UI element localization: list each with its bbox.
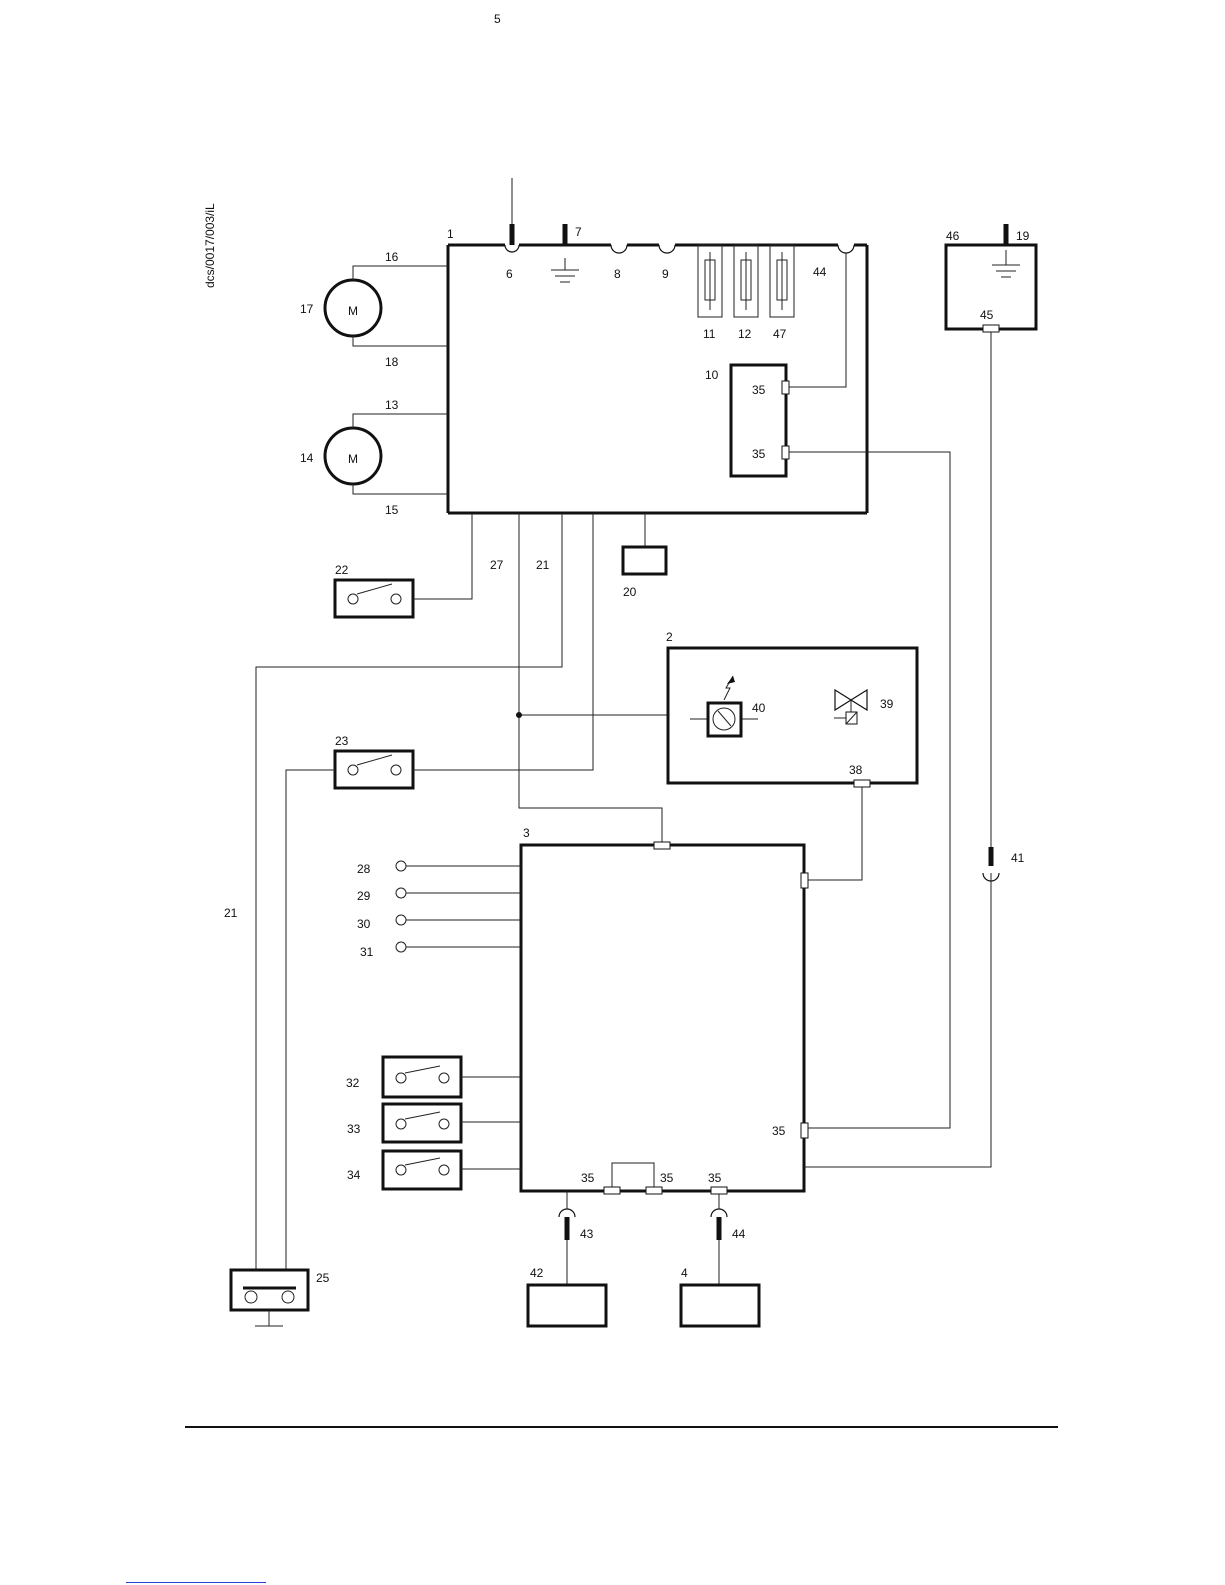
label-31: 31 <box>360 945 374 959</box>
connector-35-upper <box>782 381 789 394</box>
label-35-upper: 35 <box>752 383 766 397</box>
label-14: 14 <box>300 451 314 465</box>
connector-45 <box>983 325 999 332</box>
label-21-top: 21 <box>536 558 550 572</box>
label-10: 10 <box>705 368 719 382</box>
label-28: 28 <box>357 862 371 876</box>
label-13: 13 <box>385 398 399 412</box>
label-44-bottom: 44 <box>732 1227 746 1241</box>
socket-9 <box>659 245 675 253</box>
label-16: 16 <box>385 250 399 264</box>
socket-6 <box>505 245 519 252</box>
label-35-bottom-2: 35 <box>660 1171 674 1185</box>
label-43: 43 <box>580 1227 594 1241</box>
label-21-left: 21 <box>224 906 238 920</box>
document-code: dcs/0017/003/iL <box>203 203 217 288</box>
label-39: 39 <box>880 697 894 711</box>
label-27: 27 <box>490 558 504 572</box>
module-1 <box>448 178 867 513</box>
label-9: 9 <box>662 267 669 281</box>
motor-14: M <box>325 414 448 494</box>
label-35-right: 35 <box>772 1124 786 1138</box>
connector-35-bottom-1 <box>604 1187 620 1194</box>
footer-link-underline[interactable] <box>126 1582 266 1583</box>
label-34: 34 <box>347 1168 361 1182</box>
label-44-top: 44 <box>813 265 827 279</box>
terminal-28 <box>396 861 406 871</box>
switch-33 <box>383 1104 521 1142</box>
label-35-bottom-3: 35 <box>708 1171 722 1185</box>
label-6: 6 <box>506 267 513 281</box>
label-17: 17 <box>300 302 314 316</box>
label-12: 12 <box>738 327 752 341</box>
connector-top <box>654 842 670 849</box>
module-4 <box>681 1285 759 1326</box>
label-2: 2 <box>666 630 673 644</box>
label-4: 4 <box>681 1266 688 1280</box>
component-20 <box>623 547 666 574</box>
connector-35-bottom-3 <box>711 1187 727 1194</box>
label-19: 19 <box>1016 229 1030 243</box>
module-42 <box>528 1285 606 1326</box>
label-47: 47 <box>773 327 787 341</box>
switch-25 <box>231 1270 308 1326</box>
terminal-30 <box>396 915 406 925</box>
terminal-31 <box>396 942 406 952</box>
label-32: 32 <box>346 1076 360 1090</box>
label-11: 11 <box>703 327 716 341</box>
label-3: 3 <box>523 826 530 840</box>
label-29: 29 <box>357 889 371 903</box>
motor-17-symbol: M <box>348 304 358 318</box>
junction-dot <box>516 712 522 718</box>
connector-35-right <box>801 1123 808 1138</box>
socket-44-top <box>838 245 854 253</box>
label-30: 30 <box>357 917 371 931</box>
motor-17: M <box>325 266 448 346</box>
fuse-12 <box>734 245 758 317</box>
label-45: 45 <box>980 308 994 322</box>
label-35-lower: 35 <box>752 447 766 461</box>
switch-32 <box>383 1057 521 1097</box>
label-7: 7 <box>575 225 582 239</box>
switch-34 <box>383 1151 521 1189</box>
label-18: 18 <box>385 355 399 369</box>
fuse-11 <box>698 245 722 317</box>
label-33: 33 <box>347 1122 361 1136</box>
socket-8 <box>611 245 627 253</box>
label-22: 22 <box>335 563 349 577</box>
connector-35-bottom-2 <box>646 1187 662 1194</box>
label-41: 41 <box>1011 851 1025 865</box>
switch-22 <box>335 513 472 617</box>
fuse-47 <box>770 245 794 317</box>
terminal-29 <box>396 888 406 898</box>
label-25: 25 <box>316 1271 330 1285</box>
label-35-bottom-1: 35 <box>581 1171 595 1185</box>
label-1: 1 <box>447 227 454 241</box>
ground-icon <box>551 258 579 282</box>
label-42: 42 <box>530 1266 544 1280</box>
motor-14-symbol: M <box>348 452 358 466</box>
label-38: 38 <box>849 763 863 777</box>
label-8: 8 <box>614 267 621 281</box>
label-23: 23 <box>335 734 349 748</box>
connector-35-lower <box>782 446 789 459</box>
label-15: 15 <box>385 503 399 517</box>
label-40: 40 <box>752 701 766 715</box>
label-5: 5 <box>494 12 501 26</box>
socket-44-bottom <box>711 1209 727 1217</box>
label-46: 46 <box>946 229 960 243</box>
socket-43 <box>559 1209 575 1217</box>
connector-right-upper <box>801 873 808 888</box>
connector-38 <box>854 780 870 787</box>
label-20: 20 <box>623 585 637 599</box>
